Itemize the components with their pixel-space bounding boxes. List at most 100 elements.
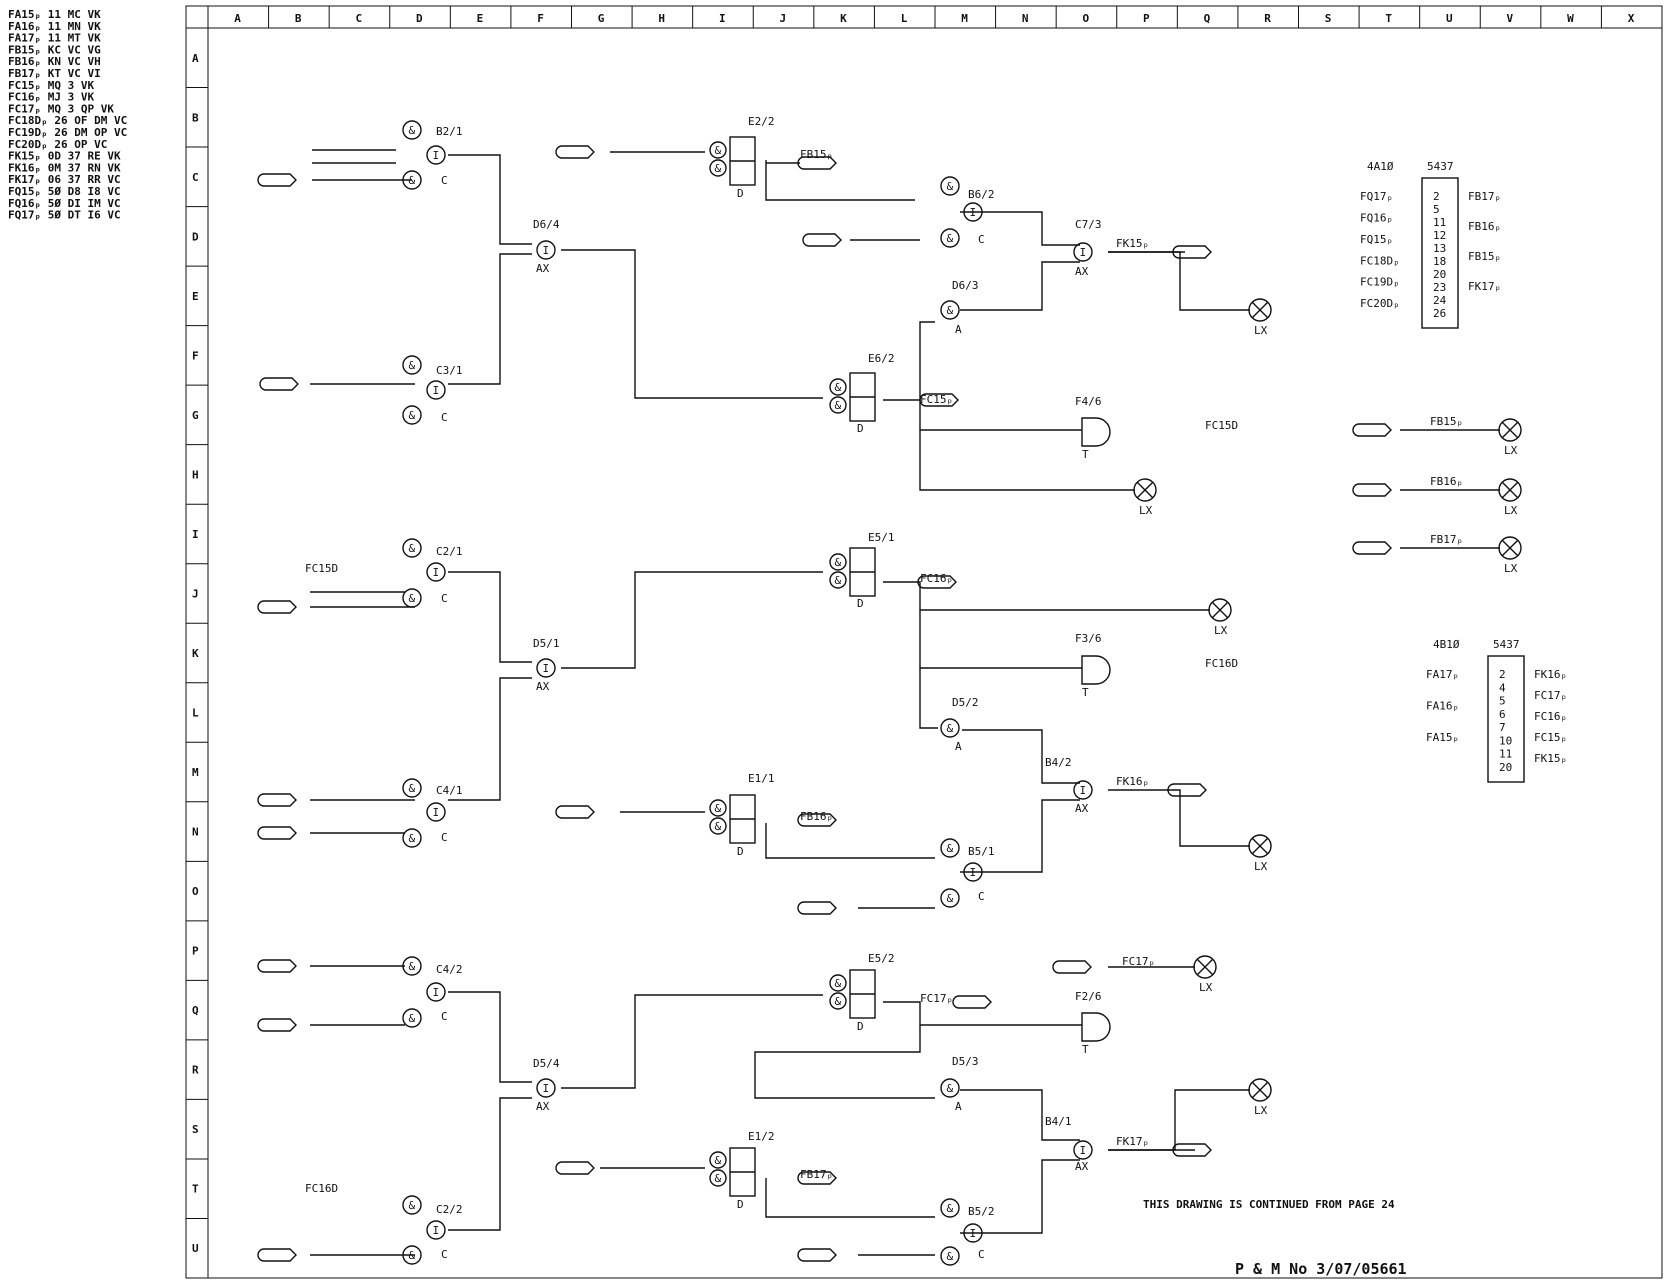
block-pin: 2 xyxy=(1499,668,1506,681)
gate-symbol: & xyxy=(835,399,842,412)
block-pin: 11 xyxy=(1433,216,1446,229)
lamp-label: LX xyxy=(1139,504,1153,517)
block-title: 4B1Ø xyxy=(1433,638,1460,651)
gate-symbol: & xyxy=(409,409,416,422)
type-d-3: D xyxy=(857,597,864,610)
block-left-signal: FC19Dₚ xyxy=(1360,276,1400,289)
gate-symbol: I xyxy=(433,1224,440,1237)
gate-symbol: & xyxy=(835,574,842,587)
ff-e11: E1/1 xyxy=(748,772,775,785)
ff-e22: E2/2 xyxy=(748,115,775,128)
gate-c41: C4/1 xyxy=(436,784,463,797)
block-pin: 2 xyxy=(1433,190,1440,203)
gate-symbol: & xyxy=(409,124,416,137)
connector-tags xyxy=(257,145,1392,1262)
gate-c31: C3/1 xyxy=(436,364,463,377)
legend-line: FQ16ₚ 5Ø DI IM VC xyxy=(8,197,121,210)
type-ax-4: AX xyxy=(1075,265,1089,278)
type-d-5: D xyxy=(857,1020,864,1033)
gate-c73: C7/3 xyxy=(1075,218,1102,231)
block-pin: 23 xyxy=(1433,281,1446,294)
column-header: K xyxy=(840,12,847,25)
type-d-2: D xyxy=(857,422,864,435)
type-d-4: D xyxy=(737,845,744,858)
gate-c42: C4/2 xyxy=(436,963,463,976)
legend-line: FC16ₚ MJ 3 VK xyxy=(8,91,94,104)
column-header: G xyxy=(598,12,605,25)
type-a-2: A xyxy=(955,740,962,753)
type-c-7: C xyxy=(978,233,985,246)
gate-d54: D5/4 xyxy=(533,1057,560,1070)
gate-d53: D5/3 xyxy=(952,1055,979,1068)
gate-symbol: I xyxy=(1080,1144,1087,1157)
column-header: A xyxy=(234,12,241,25)
gate-symbol: & xyxy=(835,977,842,990)
gate-b51: B5/1 xyxy=(968,845,995,858)
gate-c21: C2/1 xyxy=(436,545,463,558)
column-header: L xyxy=(901,12,908,25)
lamp-label: LX xyxy=(1504,504,1518,517)
column-header: B xyxy=(295,12,302,25)
continuation-note: THIS DRAWING IS CONTINUED FROM PAGE 24 xyxy=(1143,1198,1395,1211)
row-header: D xyxy=(192,230,199,243)
gate-symbol: & xyxy=(947,892,954,905)
gate-symbol: & xyxy=(715,144,722,157)
gate-symbol: I xyxy=(433,986,440,999)
legend-line: FB17ₚ KT VC VI xyxy=(8,67,101,80)
row-header: U xyxy=(192,1242,199,1255)
column-header: X xyxy=(1628,12,1635,25)
gate-b41: B4/1 xyxy=(1045,1115,1072,1128)
lamp-label: LX xyxy=(1504,444,1518,457)
column-header: V xyxy=(1507,12,1514,25)
block-right-signal: FB16ₚ xyxy=(1468,220,1501,233)
block-pin: 20 xyxy=(1499,761,1512,774)
sig-fc15: FC15ₚ xyxy=(920,393,953,406)
gate-b52: B5/2 xyxy=(968,1205,995,1218)
column-header: E xyxy=(477,12,484,25)
gate-symbol: & xyxy=(409,960,416,973)
block-left-signal: FA17ₚ xyxy=(1426,668,1459,681)
gate-symbol: & xyxy=(409,782,416,795)
ff-e62: E6/2 xyxy=(868,352,895,365)
legend-line: FB15ₚ KC VC VG xyxy=(8,43,101,56)
block-pin: 20 xyxy=(1433,268,1446,281)
block-pin: 5 xyxy=(1499,695,1506,708)
block-left-signal: FQ15ₚ xyxy=(1360,233,1393,246)
block-pin: 18 xyxy=(1433,255,1446,268)
block-pin: 7 xyxy=(1499,721,1506,734)
row-header: B xyxy=(192,111,199,124)
gate-symbol: & xyxy=(409,359,416,372)
gate-symbol: I xyxy=(433,384,440,397)
row-header: Q xyxy=(192,1004,199,1017)
column-header: S xyxy=(1325,12,1332,25)
block-title: 4A1Ø xyxy=(1367,160,1394,173)
row-header: I xyxy=(192,528,199,541)
lamp-label: LX xyxy=(1504,562,1518,575)
block-right-signal: FK17ₚ xyxy=(1468,280,1501,293)
type-a-1: A xyxy=(955,323,962,336)
legend-line: FC19Dₚ 26 DM OP VC xyxy=(8,126,127,139)
column-header: N xyxy=(1022,12,1029,25)
sig-fc17-right: FC17ₚ xyxy=(1122,955,1155,968)
ff-e51: E5/1 xyxy=(868,531,895,544)
gate-symbol: & xyxy=(409,1012,416,1025)
gate-f26: F2/6 xyxy=(1075,990,1102,1003)
block-pin: 10 xyxy=(1499,734,1512,747)
type-a-3: A xyxy=(955,1100,962,1113)
gate-symbol: & xyxy=(715,802,722,815)
gate-symbol: & xyxy=(409,174,416,187)
row-header: T xyxy=(192,1183,199,1196)
type-ax-5: AX xyxy=(1075,802,1089,815)
gate-symbol: & xyxy=(947,1250,954,1263)
row-header: E xyxy=(192,290,199,303)
gate-symbol: & xyxy=(409,832,416,845)
block-left-signal: FA16ₚ xyxy=(1426,700,1459,713)
block-right-signal: FC15ₚ xyxy=(1534,731,1567,744)
column-header: P xyxy=(1143,12,1150,25)
gate-symbol: I xyxy=(433,806,440,819)
row-header: L xyxy=(192,707,199,720)
